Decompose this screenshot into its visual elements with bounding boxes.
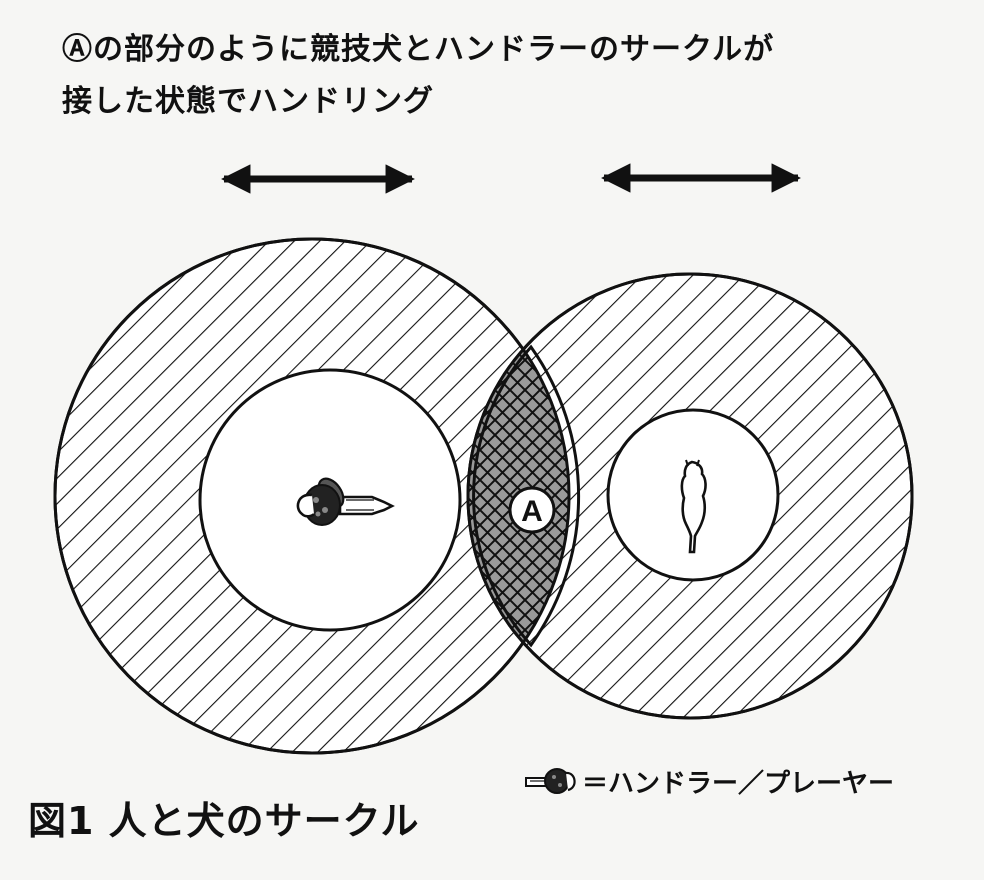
overlap-outline bbox=[472, 344, 581, 648]
overlap-label-badge bbox=[508, 486, 556, 534]
overlap-label: A bbox=[521, 495, 543, 528]
handler-outer-outline bbox=[53, 237, 571, 755]
figure-title: 図1 人と犬のサークル bbox=[28, 799, 420, 843]
caption: Ⓐの部分のように競技犬とハンドラーのサークルが 接した状態でハンドリング bbox=[62, 24, 942, 128]
handler-player-icon bbox=[525, 768, 576, 794]
caption-line-2: 接した状態でハンドリング bbox=[62, 84, 434, 119]
caption-line-1: Ⓐの部分のように競技犬とハンドラーのサークルが bbox=[62, 32, 775, 67]
handler-figure-icon bbox=[296, 477, 395, 526]
legend: ＝ハンドラー／プレーヤー bbox=[524, 764, 895, 799]
legend-text: ＝ハンドラー／プレーヤー bbox=[582, 768, 895, 799]
dog-figure-icon bbox=[680, 459, 707, 554]
dog-outer-outline bbox=[466, 272, 914, 720]
